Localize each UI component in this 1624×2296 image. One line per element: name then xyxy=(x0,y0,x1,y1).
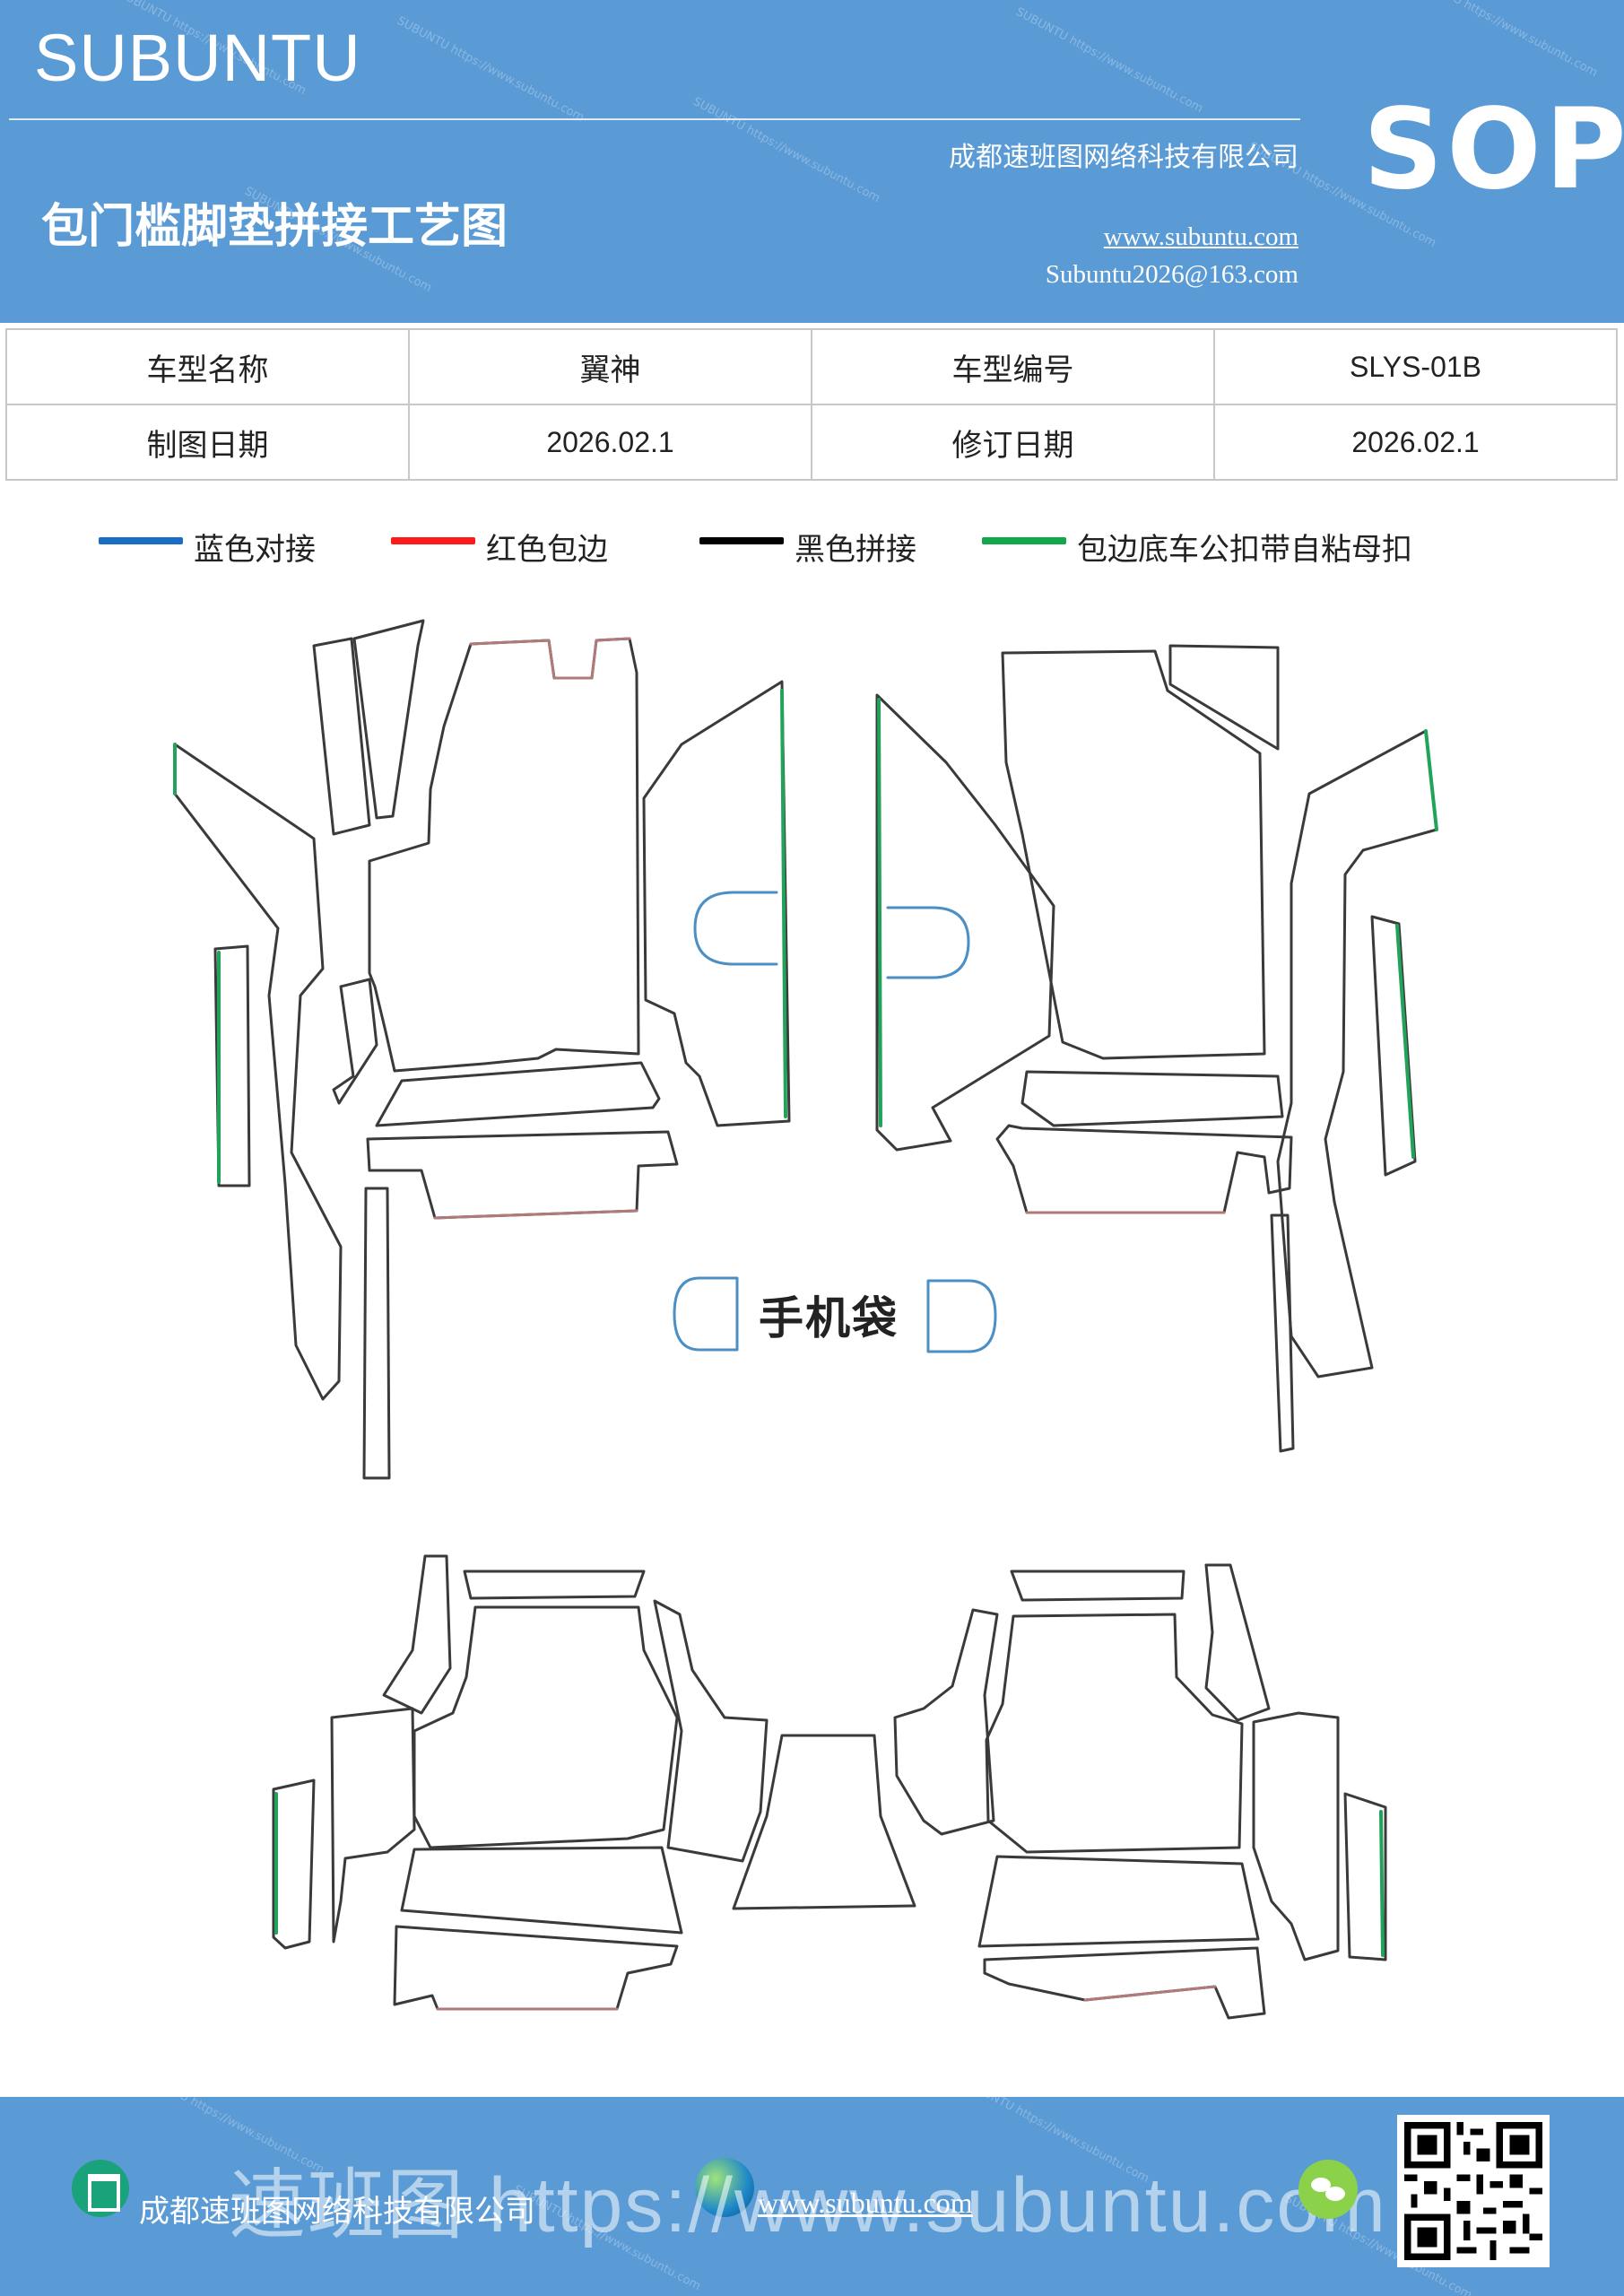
table-row: 制图日期 2026.02.1 修订日期 2026.02.1 xyxy=(5,404,1618,481)
pattern-piece xyxy=(985,1613,1244,1854)
pattern-piece xyxy=(642,680,791,1127)
vehicle-info-table: 车型名称 翼神 车型编号 SLYS-01B 制图日期 2026.02.1 修订日… xyxy=(5,328,1618,481)
pattern-piece xyxy=(463,1570,646,1600)
qr-code-graphic xyxy=(1404,2122,1542,2260)
blue-pocket-outline xyxy=(926,1279,997,1353)
model-code-label: 车型编号 xyxy=(811,328,1215,405)
table-row: 车型名称 翼神 车型编号 SLYS-01B xyxy=(5,328,1618,405)
pattern-piece xyxy=(893,1608,999,1836)
pattern-piece xyxy=(362,1187,391,1480)
red-edge xyxy=(469,637,631,680)
pattern-piece xyxy=(1010,1570,1185,1602)
pattern-piece xyxy=(1270,1213,1295,1453)
pattern-piece xyxy=(1276,729,1438,1378)
green-edge xyxy=(1395,924,1415,1159)
pattern-piece xyxy=(400,1846,683,1935)
pattern-piece xyxy=(983,1946,1266,2020)
legend-swatch xyxy=(99,537,183,544)
blue-pocket-outline xyxy=(673,1276,739,1352)
pattern-piece xyxy=(1204,1563,1271,1722)
header-banner: SUBUNTU https://www.subuntu.com SUBUNTU … xyxy=(0,0,1624,323)
pattern-piece xyxy=(875,693,1055,1152)
model-name-value: 翼神 xyxy=(408,328,812,405)
footer-banner: SUBUNTU https://www.subuntu.com SUBUNTU … xyxy=(0,2097,1624,2296)
pattern-piece xyxy=(272,1779,316,1950)
model-name-label: 车型名称 xyxy=(5,328,410,405)
green-edge xyxy=(877,698,882,1127)
pattern-piece xyxy=(653,1599,769,1863)
footer-website-link[interactable]: www.subuntu.com xyxy=(758,2187,973,2219)
legend-swatch xyxy=(391,537,475,544)
pattern-piece xyxy=(352,619,425,820)
footer-watermark: 速班图 https://www.subuntu.com xyxy=(229,2162,1387,2248)
color-legend: 蓝色对接 红色包边 黑色拼接 包边底车公扣带自粘母扣 xyxy=(99,525,1578,570)
legend-label: 包边底车公扣带自粘母扣 xyxy=(1077,532,1412,568)
green-edge xyxy=(780,689,787,1118)
pattern-piece xyxy=(995,1124,1293,1214)
legend-swatch xyxy=(699,537,784,544)
pattern-piece xyxy=(393,1925,679,2011)
wechat-icon xyxy=(1298,2160,1358,2219)
pattern-piece xyxy=(1343,1792,1387,1961)
pattern-piece xyxy=(1020,1070,1284,1127)
green-edge xyxy=(1379,1810,1385,1957)
phone-pocket-label: 手机袋 xyxy=(759,1292,899,1344)
pattern-piece xyxy=(330,1707,416,1944)
building-icon xyxy=(72,2160,129,2217)
pattern-piece xyxy=(173,743,343,1401)
green-edge xyxy=(1424,729,1438,831)
header-divider xyxy=(9,118,1300,120)
model-code-value: SLYS-01B xyxy=(1213,328,1618,405)
legend-label: 黑色拼接 xyxy=(795,532,916,568)
brand-logo-text: SUBUNTU xyxy=(34,21,361,95)
legend-swatch xyxy=(982,537,1066,544)
watermark-text: SUBUNTU https://www.subuntu.com xyxy=(1408,0,1600,81)
legend-label: 蓝色对接 xyxy=(194,532,316,568)
pattern-piece xyxy=(332,978,378,1105)
pattern-piece xyxy=(1370,915,1417,1177)
pattern-piece xyxy=(382,1554,452,1715)
page-title: 包门槛脚垫拼接工艺图 xyxy=(41,199,508,254)
red-edge xyxy=(1083,1985,1217,2002)
drawing-date-value: 2026.02.1 xyxy=(408,404,812,481)
pattern-piece xyxy=(413,1605,679,1849)
pattern-piece xyxy=(366,1130,679,1220)
pattern-svg xyxy=(173,619,1438,2020)
pattern-piece xyxy=(1252,1711,1340,1961)
email-address: Subuntu2026@163.com xyxy=(1045,260,1298,289)
legend-label: 红色包边 xyxy=(486,532,608,568)
pattern-piece xyxy=(1001,649,1266,1060)
watermark-text: SUBUNTU https://www.subuntu.com xyxy=(395,13,586,126)
website-link[interactable]: www.subuntu.com xyxy=(1103,222,1298,251)
company-name: 成都速班图网络科技有限公司 xyxy=(949,142,1298,173)
red-edge xyxy=(433,1209,638,1220)
watermark-text: SUBUNTU https://www.subuntu.com xyxy=(690,94,882,206)
pattern-piece xyxy=(1168,644,1280,751)
revision-date-label: 修订日期 xyxy=(811,404,1215,481)
drawing-date-label: 制图日期 xyxy=(5,404,410,481)
revision-date-value: 2026.02.1 xyxy=(1213,404,1618,481)
sop-badge: SOP xyxy=(1363,85,1624,214)
pattern-piece xyxy=(312,637,371,836)
pattern-piece xyxy=(732,1734,916,1910)
watermark-text: SUBUNTU https://www.subuntu.com xyxy=(1013,4,1205,117)
qr-code[interactable] xyxy=(1397,2115,1550,2267)
pattern-piece xyxy=(375,1061,661,1127)
pattern-piece xyxy=(977,1855,1260,1948)
blue-pocket-outline xyxy=(693,891,778,966)
globe-icon xyxy=(695,2158,754,2217)
footer-company-name: 成都速班图网络科技有限公司 xyxy=(139,2194,535,2230)
blue-pocket-outline xyxy=(886,906,970,979)
mat-pattern-drawing: 手机袋 xyxy=(0,592,1624,2081)
